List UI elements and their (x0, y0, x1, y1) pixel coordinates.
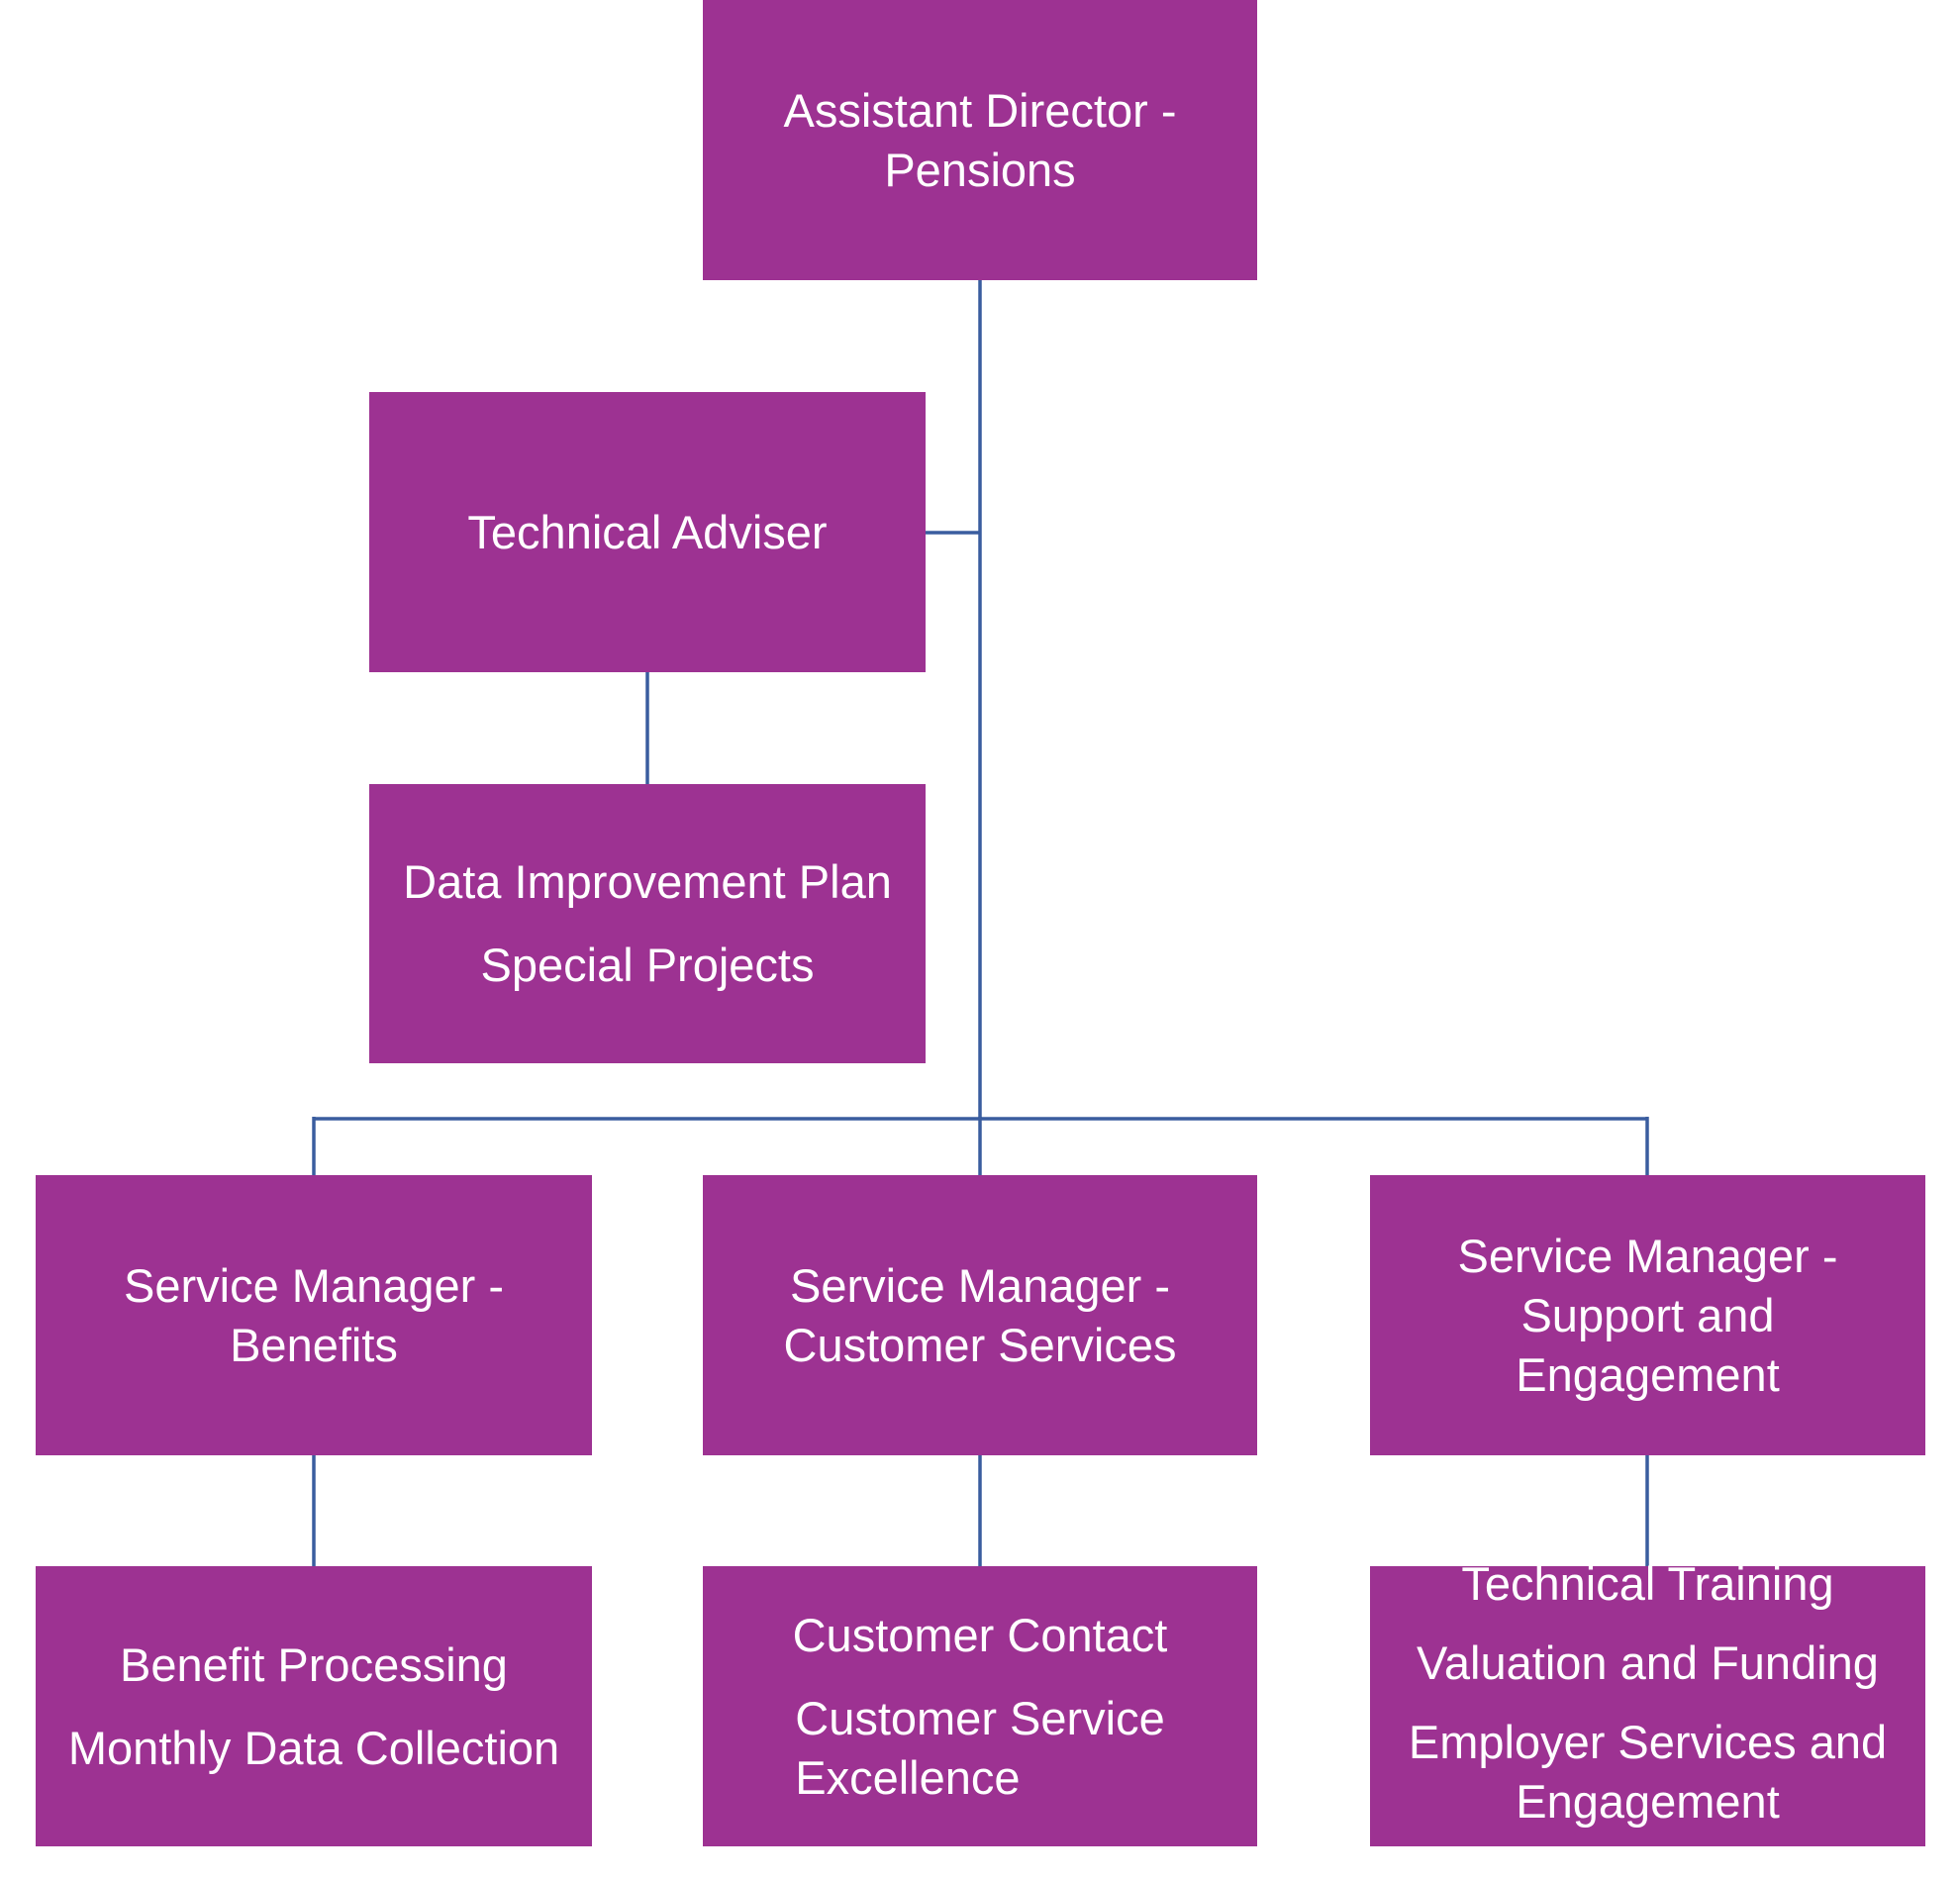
team-item-valuation-and-funding: Valuation and Funding (1417, 1636, 1879, 1689)
node-label-line: Service Manager - (790, 1258, 1170, 1312)
team-item-technical-training: Technical Training (1461, 1557, 1834, 1610)
node-technical-adviser-team: Data Improvement Plan Special Projects (369, 784, 926, 1063)
node-label-line: Customer Services (783, 1318, 1177, 1371)
node-label-line: Technical Adviser (467, 505, 828, 558)
node-label-line: Service Manager - (124, 1258, 504, 1312)
node-label-line: Pensions (884, 143, 1076, 196)
node-label-line: Assistant Director - (783, 83, 1177, 137)
node-label-line: Benefits (230, 1318, 398, 1371)
team-item-line: Engagement (1516, 1775, 1780, 1828)
team-item-line: Employer Services and (1408, 1716, 1888, 1768)
team-item-special-projects: Special Projects (480, 939, 815, 991)
node-label-line: Support and (1520, 1288, 1775, 1341)
node-benefits-team: Benefit Processing Monthly Data Collecti… (36, 1566, 592, 1846)
team-item-monthly-data-collection: Monthly Data Collection (67, 1721, 560, 1774)
team-item-data-improvement-plan: Data Improvement Plan (403, 855, 892, 908)
node-customer-services-team: Customer Contact Customer Service Excell… (703, 1566, 1257, 1846)
node-label-line: Service Manager - (1457, 1229, 1838, 1282)
team-item-customer-contact: Customer Contact (792, 1608, 1168, 1661)
node-assistant-director: Assistant Director - Pensions (703, 0, 1257, 280)
team-item-employer-services-and-engagement: Employer Services and Engagement (1409, 1713, 1887, 1832)
team-item-benefit-processing: Benefit Processing (120, 1637, 508, 1691)
node-label-line: Engagement (1516, 1347, 1780, 1401)
node-sm-support-engagement: Service Manager - Support and Engagement (1370, 1175, 1925, 1455)
node-support-engagement-team: Technical Training Valuation and Funding… (1370, 1557, 1925, 1846)
team-item-customer-service-excellence: Customer Service Excellence (795, 1689, 1165, 1808)
team-item-line: Excellence (795, 1750, 1021, 1804)
node-technical-adviser: Technical Adviser (369, 392, 926, 672)
node-sm-customer-services: Service Manager - Customer Services (703, 1175, 1257, 1455)
team-item-line: Customer Service (795, 1691, 1165, 1744)
node-sm-benefits: Service Manager - Benefits (36, 1175, 592, 1455)
